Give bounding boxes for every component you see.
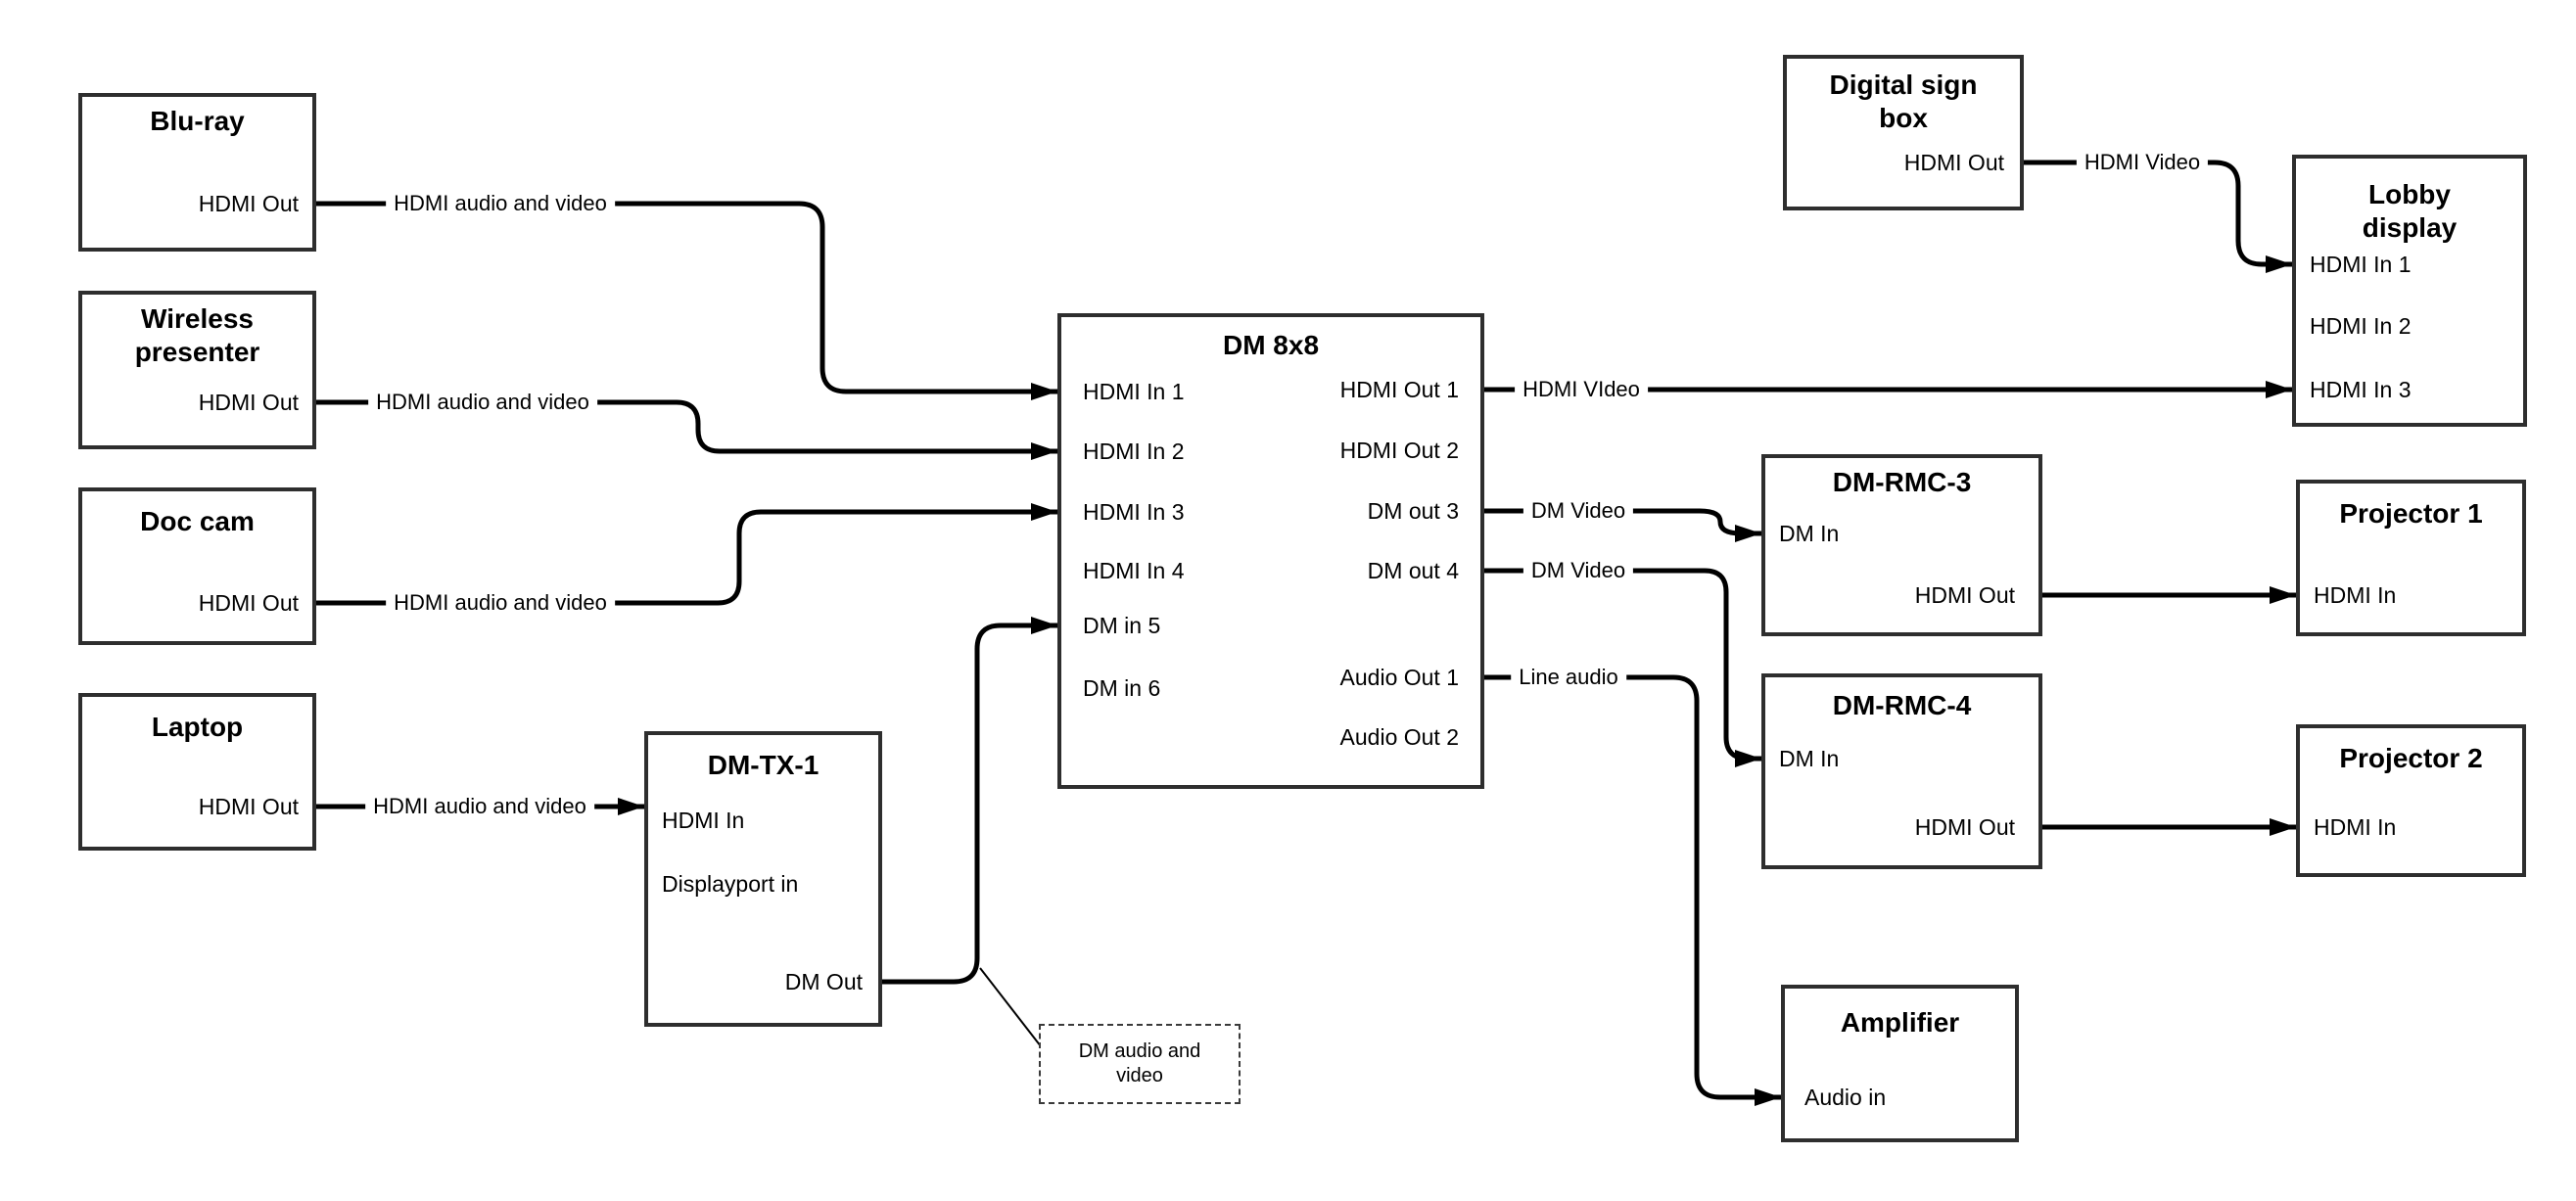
port-hdmi-out-2: HDMI Out 2 [1339,438,1459,463]
node-title: Blu-ray [150,106,245,136]
node-laptop: Laptop HDMI Out [78,693,316,851]
wire-label-dm-video-out4: DM Video [1522,558,1634,583]
port-dm-in: DM In [1779,521,1840,546]
node-lobby-display: Lobby display HDMI In 1 HDMI In 2 HDMI I… [2292,155,2527,427]
node-digital-sign-box: Digital sign box HDMI Out [1783,55,2024,210]
node-title: Digital sign box [1829,69,1978,133]
node-title: Amplifier [1840,1007,1960,1038]
node-title: Projector 1 [2339,498,2483,529]
port-audio-out-2: Audio Out 2 [1339,724,1459,750]
node-bluray: Blu-ray HDMI Out [78,93,316,252]
port-hdmi-out: HDMI Out [198,590,299,616]
port-hdmi-out: HDMI Out [198,191,299,216]
wire-doccam-to-dm8x8-in3 [316,503,1057,606]
port-hdmi-in-2: HDMI In 2 [2310,313,2412,339]
port-dm-in: DM In [1779,746,1840,771]
node-title: Doc cam [140,506,255,536]
node-amplifier: Amplifier Audio in [1781,985,2019,1142]
wire-label-line-audio: Line audio [1511,665,1626,690]
port-hdmi-out: HDMI Out [1903,150,2004,175]
port-audio-out-1: Audio Out 1 [1339,665,1459,690]
port-hdmi-in: HDMI In [2314,814,2397,840]
port-displayport-in: Displayport in [662,871,799,897]
port-hdmi-out: HDMI Out [198,390,299,415]
wire-label-hdmi-video-sign: HDMI Video [2076,150,2209,175]
wire-wireless-to-dm8x8-in2 [316,399,1057,460]
wire-bluray-to-dm8x8-in1 [316,201,1057,400]
node-title: Laptop [151,712,244,742]
node-dm-8x8: DM 8x8 HDMI In 1 HDMI In 2 HDMI In 3 HDM… [1057,313,1484,789]
port-dm-in-6: DM in 6 [1083,675,1161,701]
node-projector-2: Projector 2 HDMI In [2296,724,2526,877]
wire-dm8x8-audio1-to-amplifier [1484,674,1781,1106]
wire-label-hdmi-av-laptop: HDMI audio and video [365,794,594,819]
node-projector-1: Projector 1 HDMI In [2296,480,2526,636]
port-hdmi-in-3: HDMI In 3 [1083,499,1185,525]
port-audio-in: Audio in [1804,1085,1887,1110]
node-title: DM 8x8 [1222,330,1320,360]
callout-dm-audio-and-video: DM audio and video [1039,1024,1241,1104]
port-hdmi-out: HDMI Out [1914,814,2015,840]
node-dm-rmc-4: DM-RMC-4 DM In HDMI Out [1761,673,2042,869]
port-hdmi-in-3: HDMI In 3 [2310,377,2412,402]
port-hdmi-in: HDMI In [662,808,745,833]
node-dm-rmc-3: DM-RMC-3 DM In HDMI Out [1761,454,2042,636]
node-title: Projector 2 [2339,743,2483,773]
wire-sign-to-lobby-in1 [2024,160,2292,273]
wire-dm8x8-out3-to-dmrmc3 [1484,508,1761,542]
node-doc-cam: Doc cam HDMI Out [78,487,316,645]
wire-dm8x8-out4-to-dmrmc4 [1484,568,1761,767]
port-dm-out-4: DM out 4 [1367,558,1459,583]
wire-label-hdmi-av-wireless: HDMI audio and video [368,390,597,415]
wire-dmtx1-to-dm8x8-in5 [882,617,1057,985]
node-title: DM-RMC-3 [1832,467,1972,497]
port-hdmi-in-1: HDMI In 1 [2310,252,2412,277]
wire-label-hdmi-video-out1: HDMI VIdeo [1515,377,1648,402]
port-hdmi-out: HDMI Out [198,794,299,819]
port-hdmi-in-1: HDMI In 1 [1083,379,1185,404]
port-hdmi-out-1: HDMI Out 1 [1339,377,1459,402]
port-hdmi-in: HDMI In [2314,582,2397,608]
port-hdmi-in-2: HDMI In 2 [1083,439,1185,464]
node-dm-tx-1: DM-TX-1 HDMI In Displayport in DM Out [644,731,882,1027]
port-dm-out: DM Out [784,969,863,994]
port-hdmi-out: HDMI Out [1914,582,2015,608]
node-title: Lobby display [2362,179,2458,243]
node-title: DM-RMC-4 [1832,690,1972,720]
port-dm-out-3: DM out 3 [1367,498,1459,524]
node-title: Wireless presenter [134,303,260,367]
port-hdmi-in-4: HDMI In 4 [1083,558,1185,583]
wire-label-hdmi-av-doccam: HDMI audio and video [386,590,615,616]
port-dm-in-5: DM in 5 [1083,613,1161,638]
node-title: DM-TX-1 [707,750,820,780]
node-wireless-presenter: Wireless presenter HDMI Out [78,291,316,449]
wire-label-hdmi-av-bluray: HDMI audio and video [386,191,615,216]
callout-leader-line [979,967,1042,1047]
wire-label-dm-video-out3: DM Video [1522,498,1634,524]
